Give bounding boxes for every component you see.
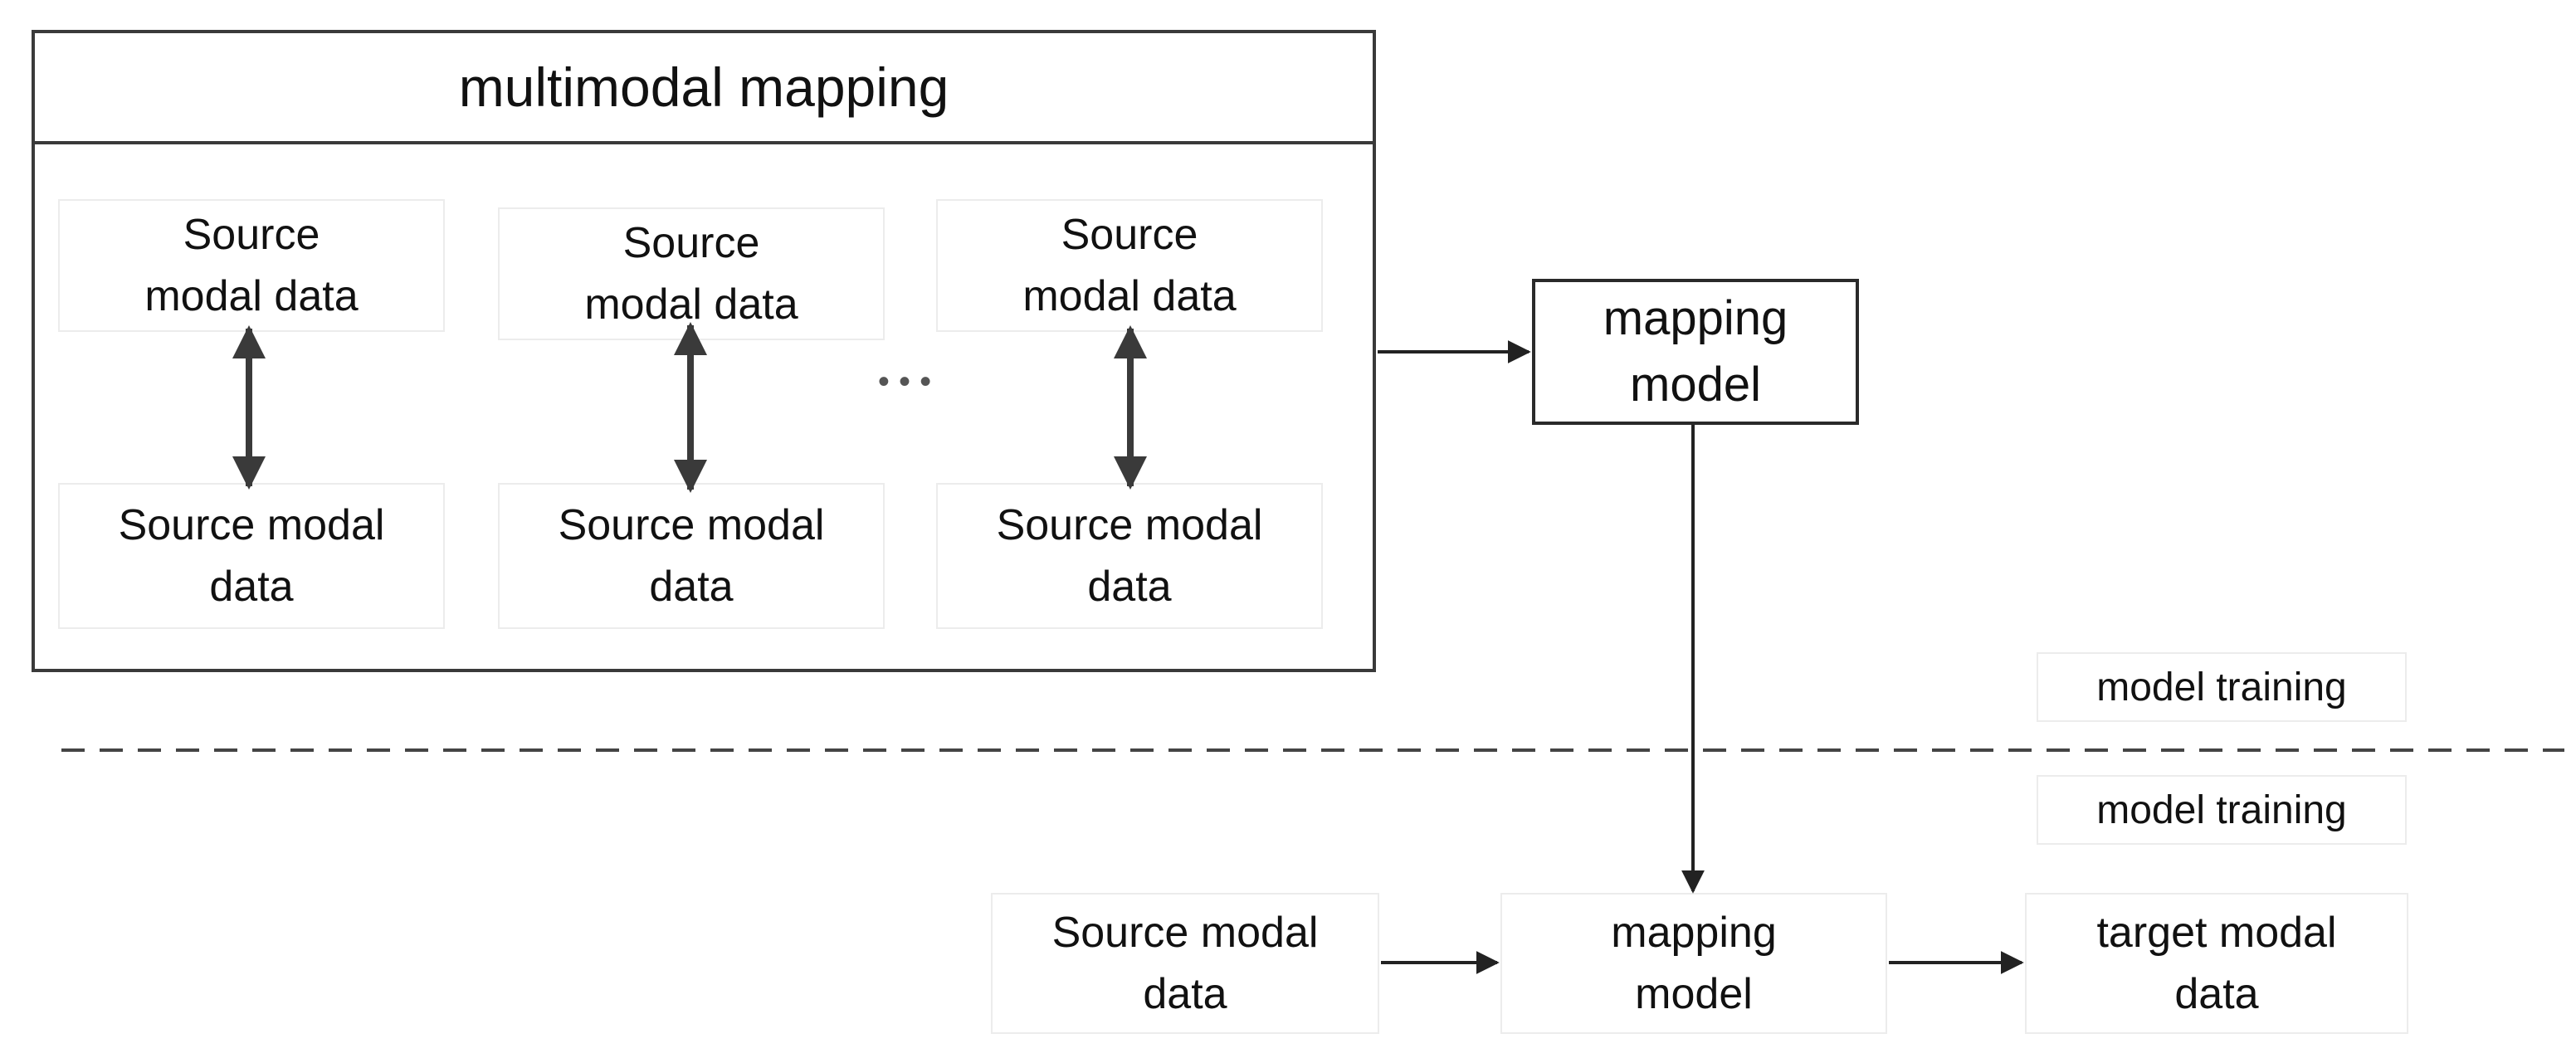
multimodal-mapping-group: multimodal mapping — [32, 30, 1376, 672]
source-modal-data-pair1-bottom: Source modal data — [58, 483, 445, 629]
mapping-model-box: mapping model — [1532, 279, 1859, 425]
ellipsis: • • • — [877, 363, 932, 400]
input-source-modal-data: Source modal data — [991, 893, 1379, 1034]
source-modal-data-pair3-bottom: Source modal data — [936, 483, 1323, 629]
phase-label-upper: model training — [2037, 652, 2407, 722]
phase-label-lower: model training — [2037, 775, 2407, 845]
target-modal-data: target modal data — [2025, 893, 2408, 1034]
inference-mapping-model: mapping model — [1500, 893, 1887, 1034]
group-title: multimodal mapping — [35, 33, 1373, 144]
source-modal-data-pair2-bottom: Source modal data — [498, 483, 885, 629]
